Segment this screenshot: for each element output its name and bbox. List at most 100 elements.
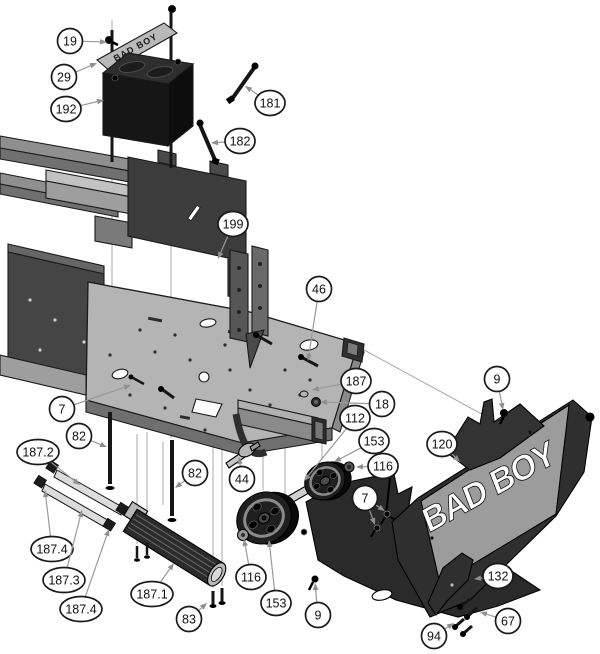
leader-line bbox=[326, 401, 370, 405]
balloon-circle bbox=[254, 89, 286, 117]
leader-arrowhead bbox=[99, 39, 107, 45]
leader-line bbox=[498, 391, 503, 404]
leader-arrowhead bbox=[218, 251, 224, 259]
pin-187 bbox=[299, 390, 309, 398]
leader-arrowhead bbox=[199, 603, 207, 610]
callout-18: 18 bbox=[320, 390, 396, 418]
guard-bolts-7 bbox=[300, 510, 391, 538]
balloon-circle bbox=[339, 404, 371, 432]
balloon-label: 187.3 bbox=[48, 574, 79, 588]
leader-arrowhead bbox=[453, 455, 460, 462]
idler-pulleys bbox=[225, 441, 355, 545]
bolts-94 bbox=[452, 617, 473, 637]
leader-line bbox=[318, 383, 342, 390]
pulley-lower bbox=[236, 491, 299, 545]
callout-187.2: 187.2 bbox=[16, 438, 80, 485]
leader-arrowhead bbox=[377, 504, 385, 511]
battery-terminal bbox=[111, 74, 119, 82]
battery-terminal bbox=[174, 58, 182, 66]
balloon-label: 182 bbox=[230, 135, 251, 149]
callout-120: 120 bbox=[426, 430, 460, 462]
battery-assembly: BAD BOY bbox=[96, 4, 195, 168]
tube-187-3 bbox=[41, 483, 112, 530]
roller-assembly bbox=[122, 500, 227, 587]
callout-19: 19 bbox=[56, 27, 107, 55]
balloon-circle bbox=[494, 607, 522, 635]
hardware bbox=[105, 332, 478, 637]
balloon-label: 18 bbox=[375, 398, 389, 412]
leader-arrowhead bbox=[211, 139, 219, 146]
balloon-circle bbox=[260, 589, 292, 617]
leader-arrowhead bbox=[77, 510, 83, 518]
callout-187.4: 187.4 bbox=[30, 490, 74, 563]
callout-83: 83 bbox=[175, 603, 207, 633]
balloon-label: 187.2 bbox=[22, 446, 53, 460]
tube-187-2 bbox=[53, 469, 125, 516]
balloon-circle bbox=[483, 365, 511, 393]
leader-arrowhead bbox=[474, 575, 482, 581]
balloon-label: 153 bbox=[266, 597, 287, 611]
balloon-circle bbox=[130, 580, 174, 608]
leader-line bbox=[90, 440, 101, 445]
leader-line bbox=[339, 447, 362, 460]
leader-arrowhead bbox=[446, 623, 454, 630]
leader-arrowhead bbox=[304, 473, 311, 481]
balloon-label: 120 bbox=[432, 438, 453, 452]
balloon-label: 44 bbox=[235, 473, 249, 487]
balloon-label: 132 bbox=[488, 570, 509, 584]
balloon-circle bbox=[48, 395, 76, 423]
balloon-circle bbox=[482, 562, 514, 590]
balloon-circle bbox=[235, 563, 267, 591]
balloon-circle bbox=[16, 438, 60, 466]
leader-line bbox=[75, 65, 91, 73]
leader-arrowhead bbox=[312, 385, 320, 392]
balloon-label: 9 bbox=[494, 373, 501, 387]
balloon-circle bbox=[217, 210, 249, 238]
balloon-circle bbox=[175, 605, 203, 633]
bolt-82-right bbox=[167, 440, 177, 522]
strap-screw-right bbox=[167, 4, 177, 14]
leader-line bbox=[220, 235, 229, 253]
balloon-circle bbox=[59, 595, 103, 623]
callout-112: 112 bbox=[304, 404, 371, 481]
balloon-circle bbox=[340, 367, 372, 395]
balloon-label: 82 bbox=[188, 467, 202, 481]
callout-153: 153 bbox=[334, 427, 390, 462]
leader-line bbox=[80, 101, 98, 107]
callout-132: 132 bbox=[474, 562, 514, 590]
balloon-label: 116 bbox=[373, 460, 393, 474]
leader-arrowhead bbox=[312, 583, 319, 591]
battery bbox=[101, 52, 195, 148]
leader-line bbox=[368, 509, 374, 519]
hitch-channel-bracket bbox=[229, 245, 269, 369]
leader-line bbox=[84, 535, 108, 597]
leader-line bbox=[315, 589, 318, 603]
seat-plate bbox=[127, 156, 247, 301]
rear-panel-wing bbox=[445, 398, 545, 471]
balloon-label: 9 bbox=[315, 609, 322, 623]
tube-parts bbox=[33, 459, 130, 532]
leader-arrowhead bbox=[306, 353, 312, 361]
callout-82: 82 bbox=[175, 459, 209, 488]
balloon-circle bbox=[181, 459, 209, 487]
callout-187: 187 bbox=[312, 367, 372, 395]
balloon-label: 153 bbox=[364, 435, 385, 449]
leader-line bbox=[180, 480, 186, 485]
leader-arrowhead bbox=[167, 563, 174, 571]
leader-arrowhead bbox=[266, 540, 273, 548]
strap-screw-left bbox=[104, 35, 119, 47]
balloon-label: 83 bbox=[182, 613, 196, 627]
tube-end-caps bbox=[33, 459, 130, 532]
callout-187.4: 187.4 bbox=[59, 529, 110, 623]
leader-line bbox=[250, 89, 259, 96]
guard-bolt-9 bbox=[307, 575, 319, 591]
panel-bolt bbox=[585, 412, 595, 422]
callout-116: 116 bbox=[235, 539, 267, 591]
leader-line bbox=[308, 301, 318, 355]
balloon-circle bbox=[228, 465, 256, 493]
leader-arrowhead bbox=[237, 457, 243, 465]
leader-line bbox=[73, 386, 125, 406]
leader-arrowhead bbox=[480, 611, 488, 617]
